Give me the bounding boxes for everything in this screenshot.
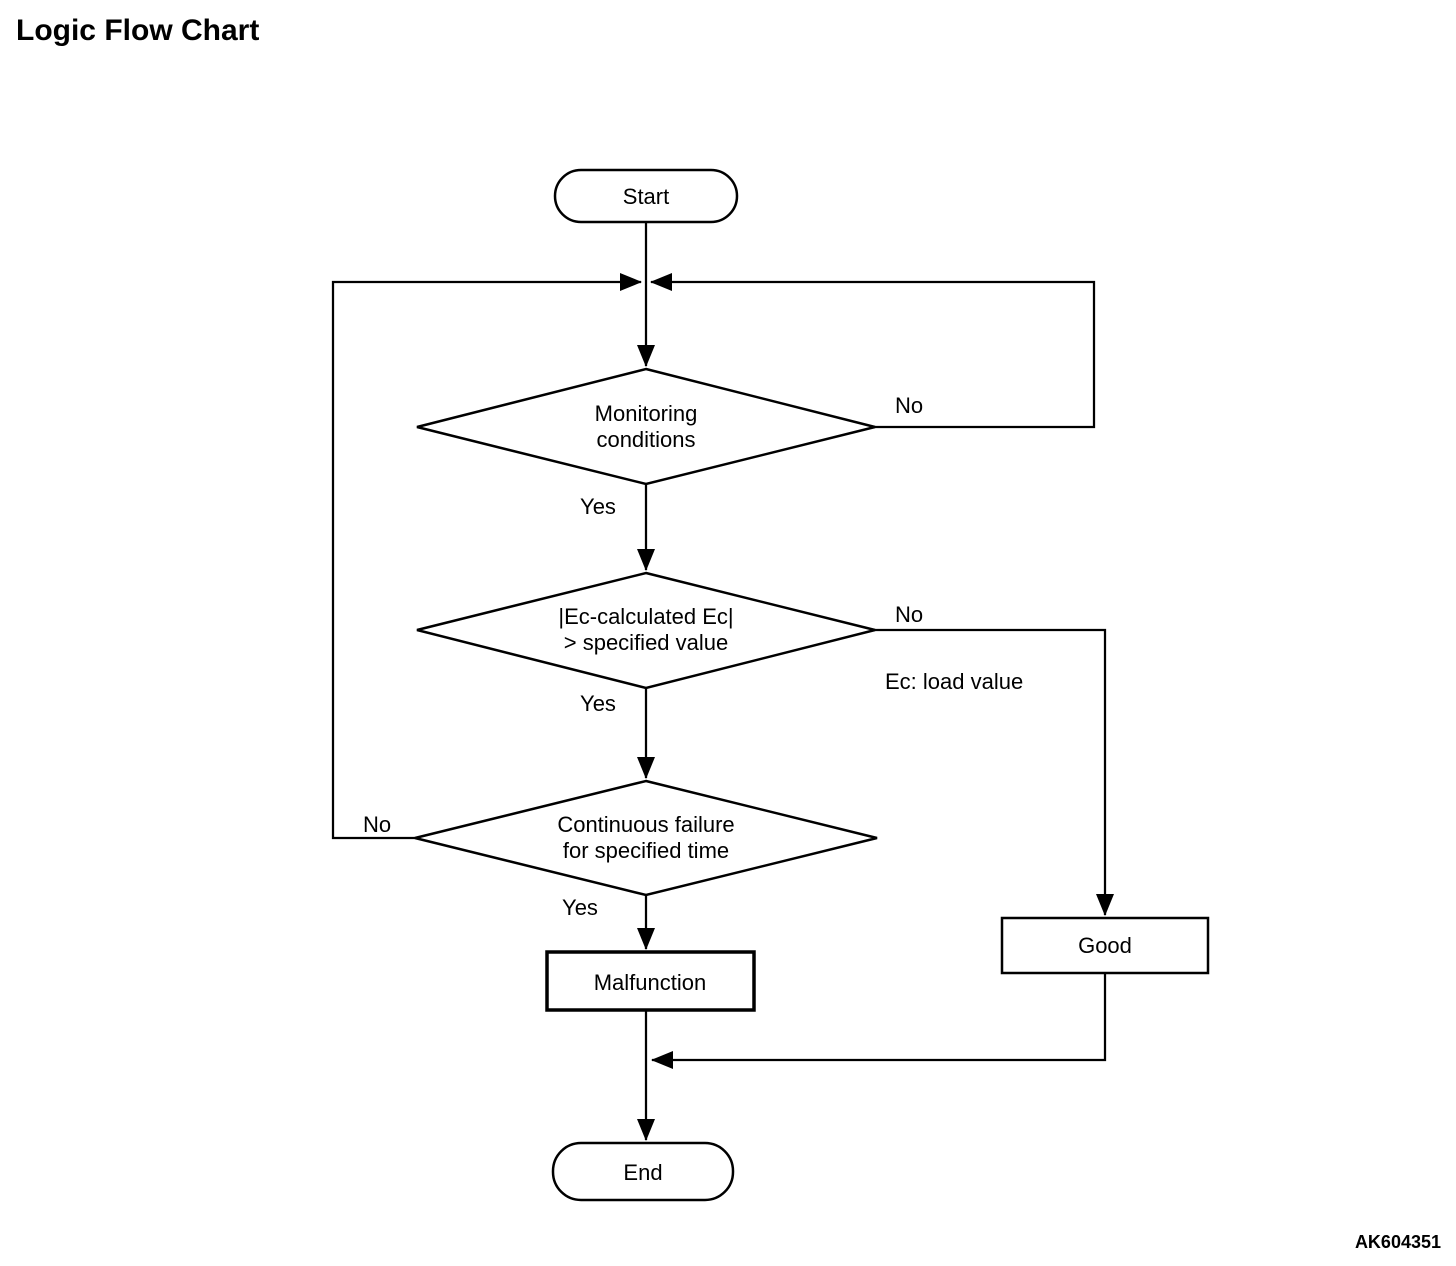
page-title: Logic Flow Chart — [16, 14, 259, 47]
label-continuous-failure-yes: Yes — [562, 895, 598, 920]
process-malfunction-label: Malfunction — [594, 970, 707, 995]
process-good-label: Good — [1078, 933, 1132, 958]
decision-monitoring-conditions — [416, 367, 876, 486]
end-node-label: End — [623, 1160, 662, 1185]
decision-continuous-failure-line1: Continuous failure — [557, 812, 734, 837]
decision-ec-check-line1: |Ec-calculated Ec| — [558, 604, 733, 629]
edges — [331, 222, 1114, 1141]
decision-continuous-failure — [414, 779, 878, 897]
process-malfunction — [545, 950, 756, 1012]
decision-ec-check — [416, 571, 876, 690]
label-monitoring-yes: Yes — [580, 494, 616, 519]
edge-good-to-end-junction — [651, 973, 1107, 1069]
start-node-label: Start — [623, 184, 669, 209]
annotation-ec-note: Ec: load value — [885, 669, 1023, 694]
decision-monitoring-conditions-line1: Monitoring — [595, 401, 698, 426]
end-node — [551, 1141, 735, 1202]
edge-labels: No Yes No Yes No Yes — [363, 393, 923, 920]
label-ec-check-yes: Yes — [580, 691, 616, 716]
edge-monitoring-no-loop — [650, 273, 1096, 429]
edge-continuous-failure-no-loop — [331, 273, 642, 840]
decision-monitoring-conditions-line2: conditions — [596, 427, 695, 452]
decision-ec-check-line2: > specified value — [564, 630, 729, 655]
label-monitoring-no: No — [895, 393, 923, 418]
start-node — [553, 168, 739, 224]
decision-continuous-failure-line2: for specified time — [563, 838, 729, 863]
process-good — [1000, 916, 1210, 975]
edge-ec-check-no-to-good — [873, 628, 1114, 916]
label-continuous-failure-no: No — [363, 812, 391, 837]
label-ec-check-no: No — [895, 602, 923, 627]
figure-code: AK604351 — [1355, 1232, 1441, 1252]
